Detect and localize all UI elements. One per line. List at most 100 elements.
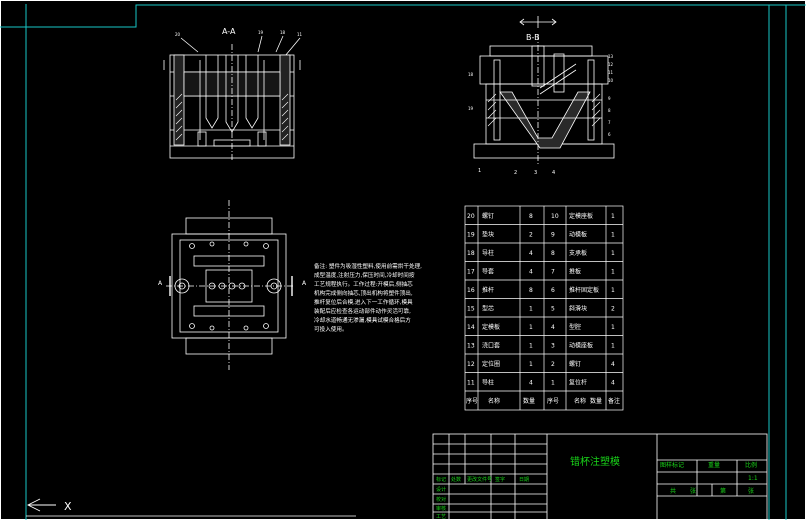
svg-text:4: 4: [551, 324, 555, 331]
svg-text:1: 1: [611, 213, 615, 220]
svg-text:螺钉: 螺钉: [482, 212, 494, 220]
section-bb-callouts-right: 13 12 11 10 9 8 7 6: [608, 54, 614, 137]
svg-text:名称: 名称: [488, 397, 500, 405]
svg-text:定模座板: 定模座板: [569, 212, 593, 220]
svg-text:1: 1: [529, 361, 533, 368]
svg-text:2: 2: [529, 232, 533, 239]
tb-sheets-label: 张: [690, 487, 696, 495]
callout-7: 7: [608, 120, 611, 125]
callout-8: 8: [608, 108, 611, 113]
svg-text:16: 16: [467, 287, 475, 294]
svg-text:数量: 数量: [523, 397, 535, 405]
callout-12: 12: [608, 62, 614, 67]
svg-text:15: 15: [467, 306, 475, 313]
section-view-aa: A-A 20 19 18 11: [163, 27, 303, 160]
title-block: 错杯注塑模 图样标记 重量 比例 1:1 共 张 第 张 标记 处数 更改文件号…: [432, 433, 768, 520]
callout-13: 13: [608, 54, 614, 59]
svg-text:7: 7: [551, 269, 555, 276]
plan-view: A A: [158, 200, 307, 370]
bom-row: 16 推杆 8: [467, 286, 533, 294]
note-line-4: 机构完成侧向抽芯,顶出机构将塑件顶出,: [314, 289, 413, 297]
note-line-1: 备注: 塑件为吸湿性塑料,使用前需烘干处理,: [314, 262, 422, 270]
tb-scale-label: 比例: [745, 461, 757, 469]
svg-text:型腔: 型腔: [569, 323, 581, 331]
svg-text:支承板: 支承板: [569, 249, 587, 257]
svg-text:导柱: 导柱: [482, 379, 494, 387]
svg-text:19: 19: [467, 232, 475, 239]
svg-text:8: 8: [529, 287, 533, 294]
tb-mark-label: 图样标记: [660, 461, 684, 469]
callout-18: 18: [280, 30, 286, 35]
bom-row: 3 动模座板 1: [551, 342, 615, 350]
section-aa-label: A-A: [222, 27, 236, 36]
svg-text:8: 8: [529, 213, 533, 220]
tb-design: 设计: [436, 486, 446, 493]
svg-text:1: 1: [611, 250, 615, 257]
svg-text:1: 1: [611, 232, 615, 239]
callout-11-b: 11: [608, 70, 614, 75]
tb-weight-label: 重量: [708, 461, 720, 469]
svg-text:1: 1: [611, 343, 615, 350]
svg-text:5: 5: [551, 306, 555, 313]
technical-notes: 备注: 塑件为吸湿性塑料,使用前需烘干处理, 成型温度,注射压力,保压时间,冷却…: [314, 262, 422, 333]
callout-20: 20: [175, 32, 181, 37]
svg-text:浇口套: 浇口套: [482, 342, 500, 350]
svg-text:导套: 导套: [482, 268, 494, 276]
svg-text:1: 1: [529, 343, 533, 350]
ucs-icon: X: [26, 498, 72, 513]
svg-text:11: 11: [467, 380, 475, 387]
svg-text:动模板: 动模板: [569, 231, 587, 239]
svg-text:1: 1: [551, 380, 555, 387]
svg-text:9: 9: [551, 232, 555, 239]
callout-6: 6: [608, 132, 611, 137]
callout-9: 9: [608, 96, 611, 101]
ucs-x-label: X: [64, 500, 72, 513]
tb-rev-mark: 标记: [436, 476, 446, 483]
tb-process: 工艺: [436, 514, 446, 520]
note-line-5: 推杆复位后合模,进入下一工作循环,模具: [314, 298, 413, 306]
callout-11: 11: [297, 32, 303, 37]
svg-text:1: 1: [529, 306, 533, 313]
section-aa-callouts: 20 19 18 11: [175, 30, 303, 37]
callout-2: 2: [514, 170, 517, 176]
svg-text:3: 3: [551, 343, 555, 350]
tb-scale-value: 1:1: [748, 475, 758, 482]
svg-text:动模座板: 动模座板: [569, 342, 593, 350]
bom-row: 20 螺钉 8: [467, 212, 533, 220]
tb-sheet-label: 张: [748, 487, 754, 495]
svg-text:1: 1: [529, 324, 533, 331]
callout-3: 3: [534, 170, 537, 176]
svg-text:序号: 序号: [547, 397, 559, 405]
svg-text:20: 20: [467, 213, 475, 220]
plan-mark-right: A: [302, 280, 307, 287]
svg-text:1: 1: [611, 269, 615, 276]
tb-rev-date: 日期: [519, 477, 529, 483]
svg-text:18: 18: [467, 250, 475, 257]
svg-text:推杆固定板: 推杆固定板: [569, 286, 599, 294]
svg-text:型芯: 型芯: [482, 305, 494, 313]
svg-text:4: 4: [529, 269, 533, 276]
callout-19-b: 19: [468, 106, 474, 111]
tb-rev-sign: 签字: [495, 476, 505, 483]
tb-sheet-no-label: 第: [720, 487, 726, 495]
callout-1: 1: [478, 168, 481, 174]
svg-text:推杆: 推杆: [482, 286, 494, 294]
svg-text:垫块: 垫块: [482, 231, 494, 239]
section-bb-label: B-B: [526, 33, 540, 42]
tb-rev-count: 处数: [451, 476, 461, 483]
